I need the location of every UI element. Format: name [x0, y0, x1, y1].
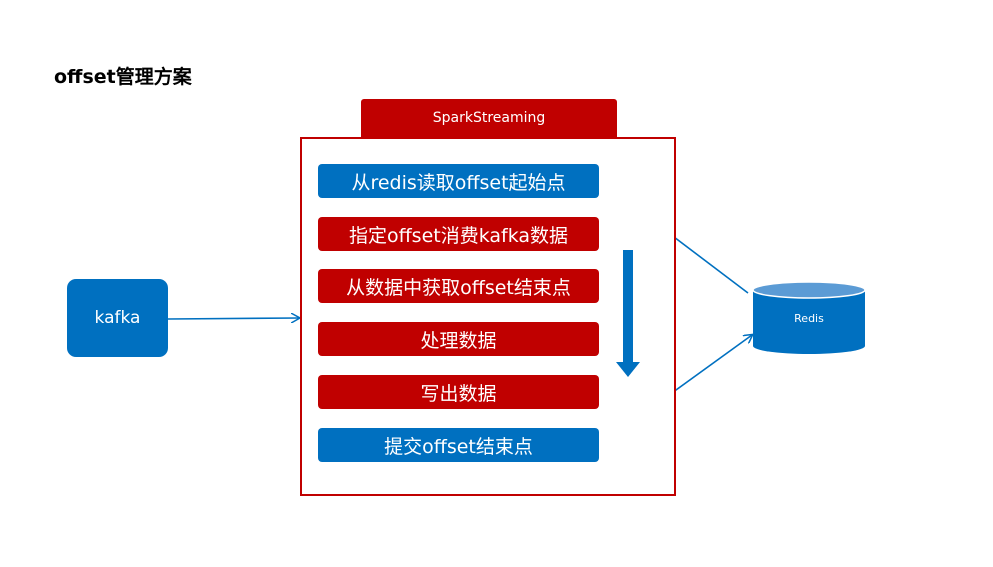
kafka-to-spark-arrow [167, 318, 299, 319]
redis-cylinder-icon [752, 281, 866, 354]
step-write-data: 写出数据 [318, 375, 599, 409]
step-read-offset-from-redis: 从redis读取offset起始点 [318, 164, 599, 198]
diagram-title: offset管理方案 [54, 66, 192, 88]
sparkstreaming-header: SparkStreaming [361, 99, 617, 137]
step-get-end-offset: 从数据中获取offset结束点 [318, 269, 599, 303]
step-process-data: 处理数据 [318, 322, 599, 356]
kafka-node: kafka [67, 279, 168, 357]
redis-label: Redis [794, 312, 824, 325]
step-consume-kafka-from-offset: 指定offset消费kafka数据 [318, 217, 599, 251]
step-commit-end-offset: 提交offset结束点 [318, 428, 599, 462]
